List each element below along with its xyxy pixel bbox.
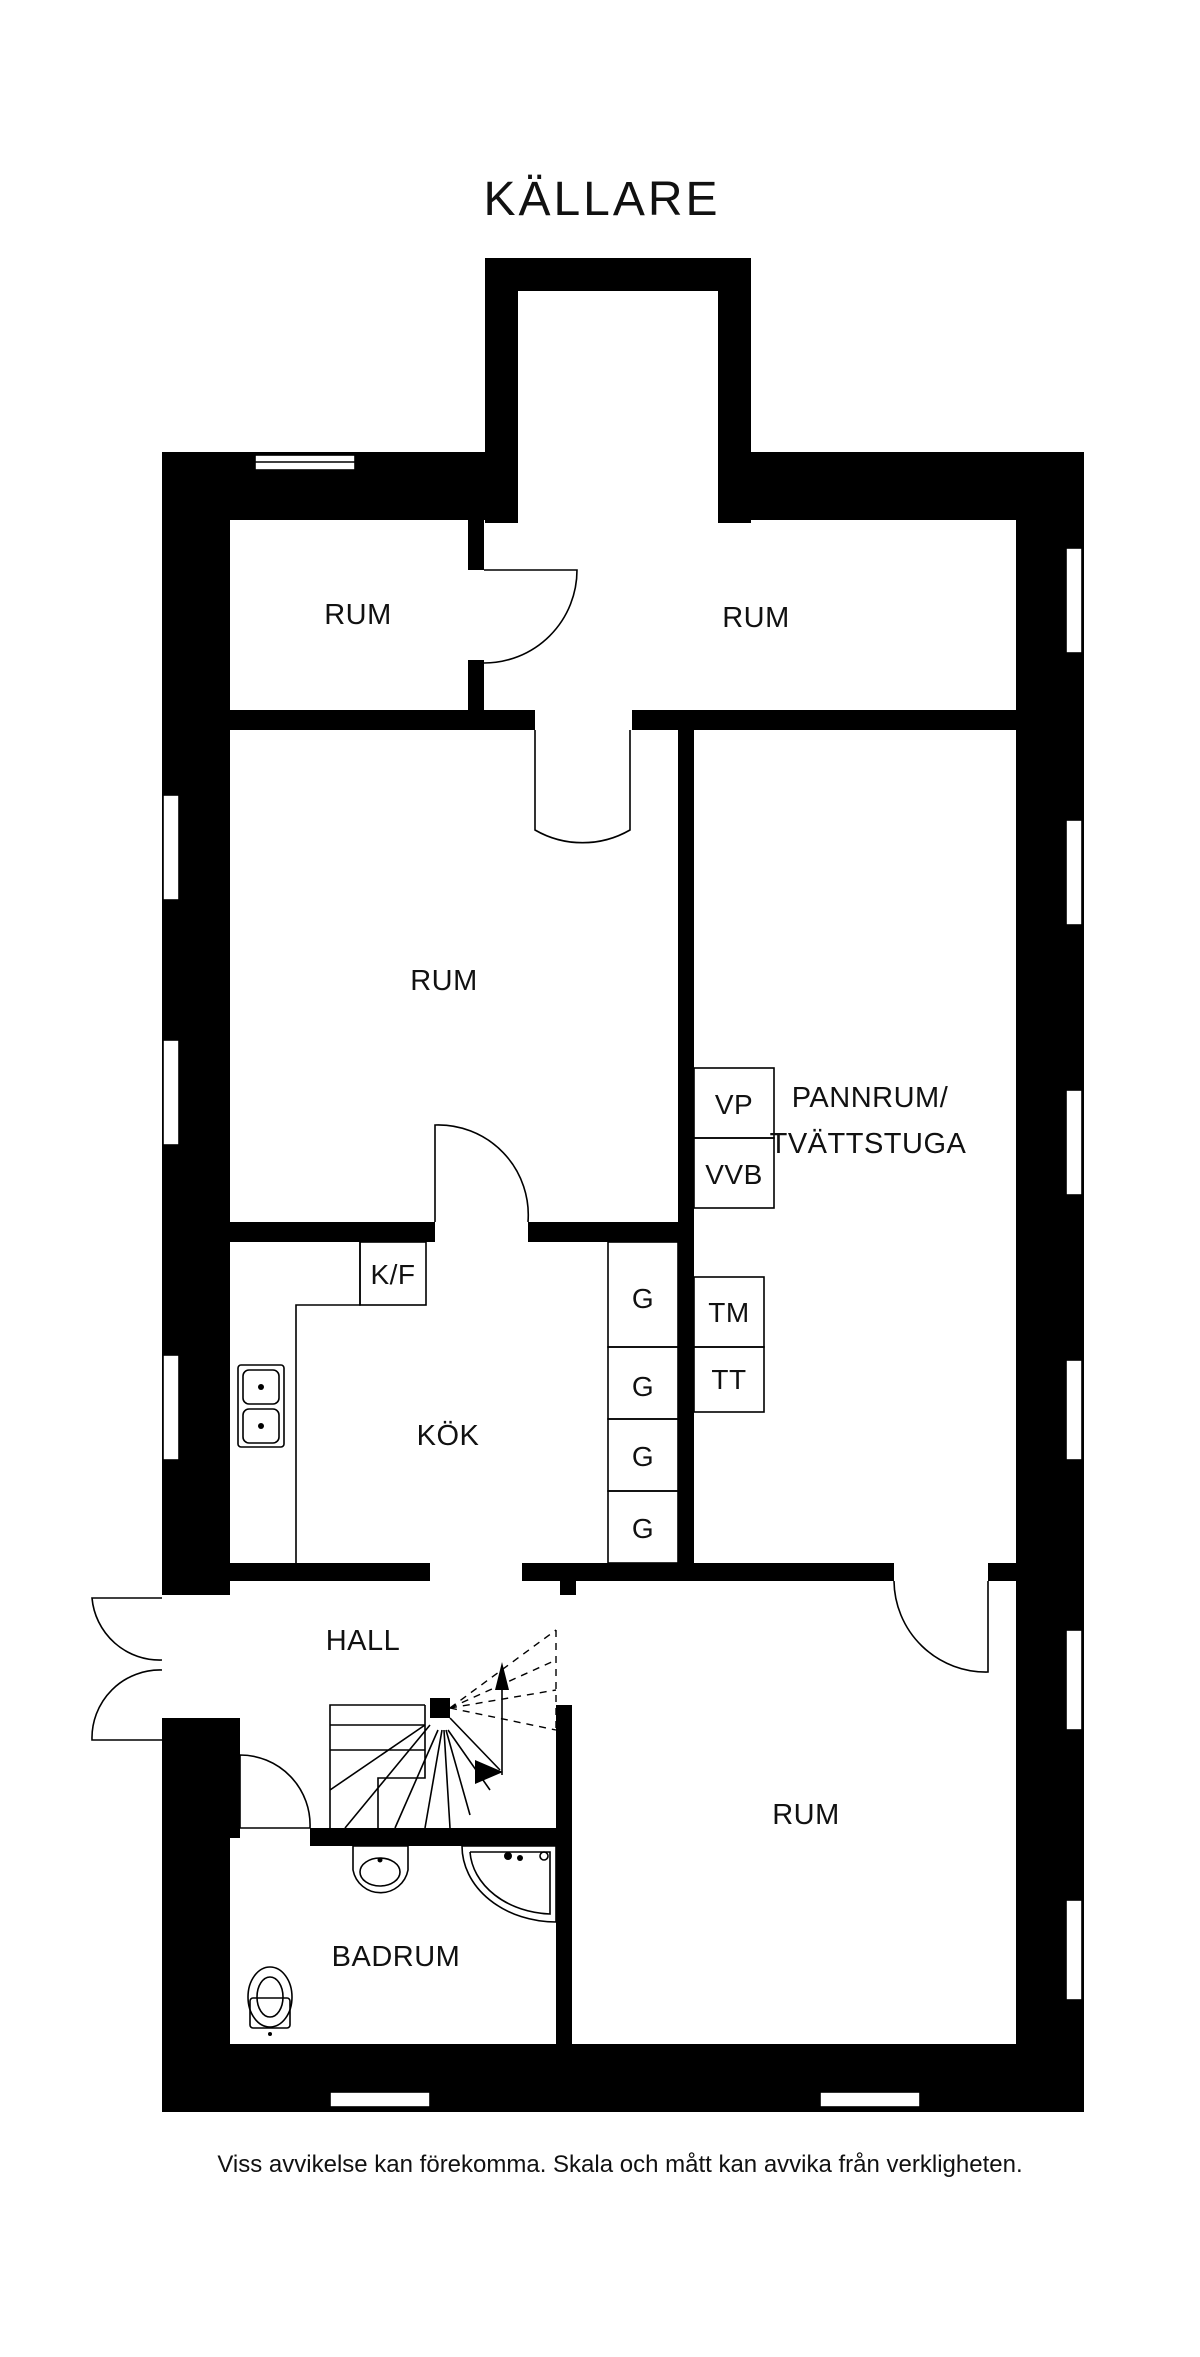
window-reveals [162, 460, 1084, 2112]
room-labels: RUM RUM RUM PANNRUM/ TVÄTTSTUGA KÖK HALL… [324, 599, 966, 1973]
label-g2: G [632, 1371, 654, 1402]
window-bottom-right [819, 2091, 921, 2108]
door-entrance-bottom[interactable] [91, 1669, 163, 1741]
door-entrance-top[interactable] [91, 1597, 163, 1661]
tt-box [693, 1346, 765, 1413]
sink-icon [237, 1364, 285, 1448]
window-right-4 [1065, 1359, 1083, 1461]
door-middle-rum[interactable] [534, 730, 631, 844]
room-label-badrum: BADRUM [332, 1941, 461, 1973]
door-kok[interactable] [434, 1124, 530, 1223]
window-right-2 [1065, 819, 1083, 926]
outer-walls [162, 258, 1084, 2112]
toilet-icon [249, 1997, 291, 2029]
kitchen-fixtures [237, 1241, 679, 1564]
room-label-rum-top-right: RUM [722, 602, 790, 634]
room-label-pannrum: PANNRUM/ [792, 1082, 949, 1114]
label-tt: TT [711, 1364, 746, 1395]
stairs [329, 1629, 557, 1829]
label-tm: TM [708, 1297, 749, 1328]
washbasin-icon [352, 1845, 409, 1894]
room-label-tvattstuga: TVÄTTSTUGA [770, 1128, 967, 1160]
fixture-labels: VP VVB TM TT K/F G G G G [370, 1089, 762, 1544]
label-vvb: VVB [705, 1159, 763, 1190]
window-right-1 [1065, 547, 1083, 654]
room-label-rum-top-left: RUM [324, 599, 392, 631]
room-label-rum-bottom-right: RUM [772, 1799, 840, 1831]
cabinet-g4 [607, 1490, 679, 1564]
label-vp: VP [715, 1089, 753, 1120]
window-right-5 [1065, 1629, 1083, 1731]
door-top-rooms[interactable] [483, 569, 578, 664]
label-g3: G [632, 1441, 654, 1472]
bathroom-fixtures [247, 1845, 557, 2036]
room-label-rum-middle: RUM [410, 965, 478, 997]
label-g1: G [632, 1283, 654, 1314]
room-label-kok: KÖK [417, 1420, 480, 1452]
stair-arrow-up [495, 1662, 509, 1690]
laundry-fixtures [693, 1067, 775, 1413]
stair-arrow-down [475, 1760, 503, 1784]
room-label-hall: HALL [326, 1625, 401, 1657]
door-bottom-rum[interactable] [893, 1580, 989, 1673]
plan-title: KÄLLARE [483, 173, 720, 226]
window-bottom-left [329, 2091, 431, 2108]
window-left-2 [162, 1039, 180, 1146]
shower-icon [461, 1845, 557, 1923]
window-left-1 [162, 794, 180, 901]
vvb-box [693, 1137, 775, 1209]
fridge-box [359, 1241, 427, 1306]
window-right-3 [1065, 1089, 1083, 1196]
window-right-6 [1065, 1899, 1083, 2001]
interior-walls [230, 520, 1016, 2045]
doors[interactable] [91, 569, 989, 1829]
label-g4: G [632, 1513, 654, 1544]
window-left-3 [162, 1354, 180, 1461]
windows [162, 454, 1083, 2108]
stair-newel [430, 1698, 450, 1718]
label-kf: K/F [370, 1259, 415, 1290]
door-badrum[interactable] [239, 1754, 311, 1829]
disclaimer-text: Viss avvikelse kan förekomma. Skala och … [217, 2151, 1022, 2178]
entrance-opening [162, 1595, 230, 1718]
